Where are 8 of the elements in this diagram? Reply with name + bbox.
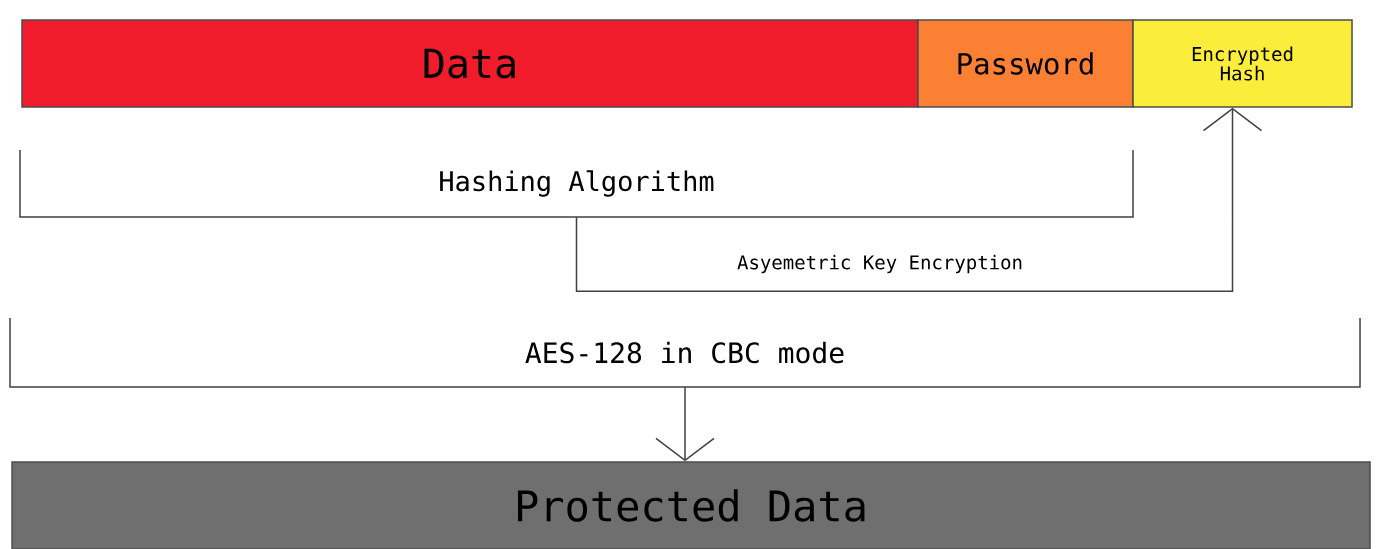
bracket: Hashing Algorithm — [19, 149, 1134, 218]
data-segment: Data — [21, 19, 919, 108]
data-segment: Password — [917, 19, 1134, 108]
edge-label: Asyemetric Key Encryption — [735, 252, 1025, 276]
data-segment: Protected Data — [11, 461, 1371, 549]
data-segment: Encrypted Hash — [1132, 19, 1353, 108]
bracket: AES-128 in CBC mode — [9, 317, 1361, 388]
arrow — [575, 107, 1263, 292]
